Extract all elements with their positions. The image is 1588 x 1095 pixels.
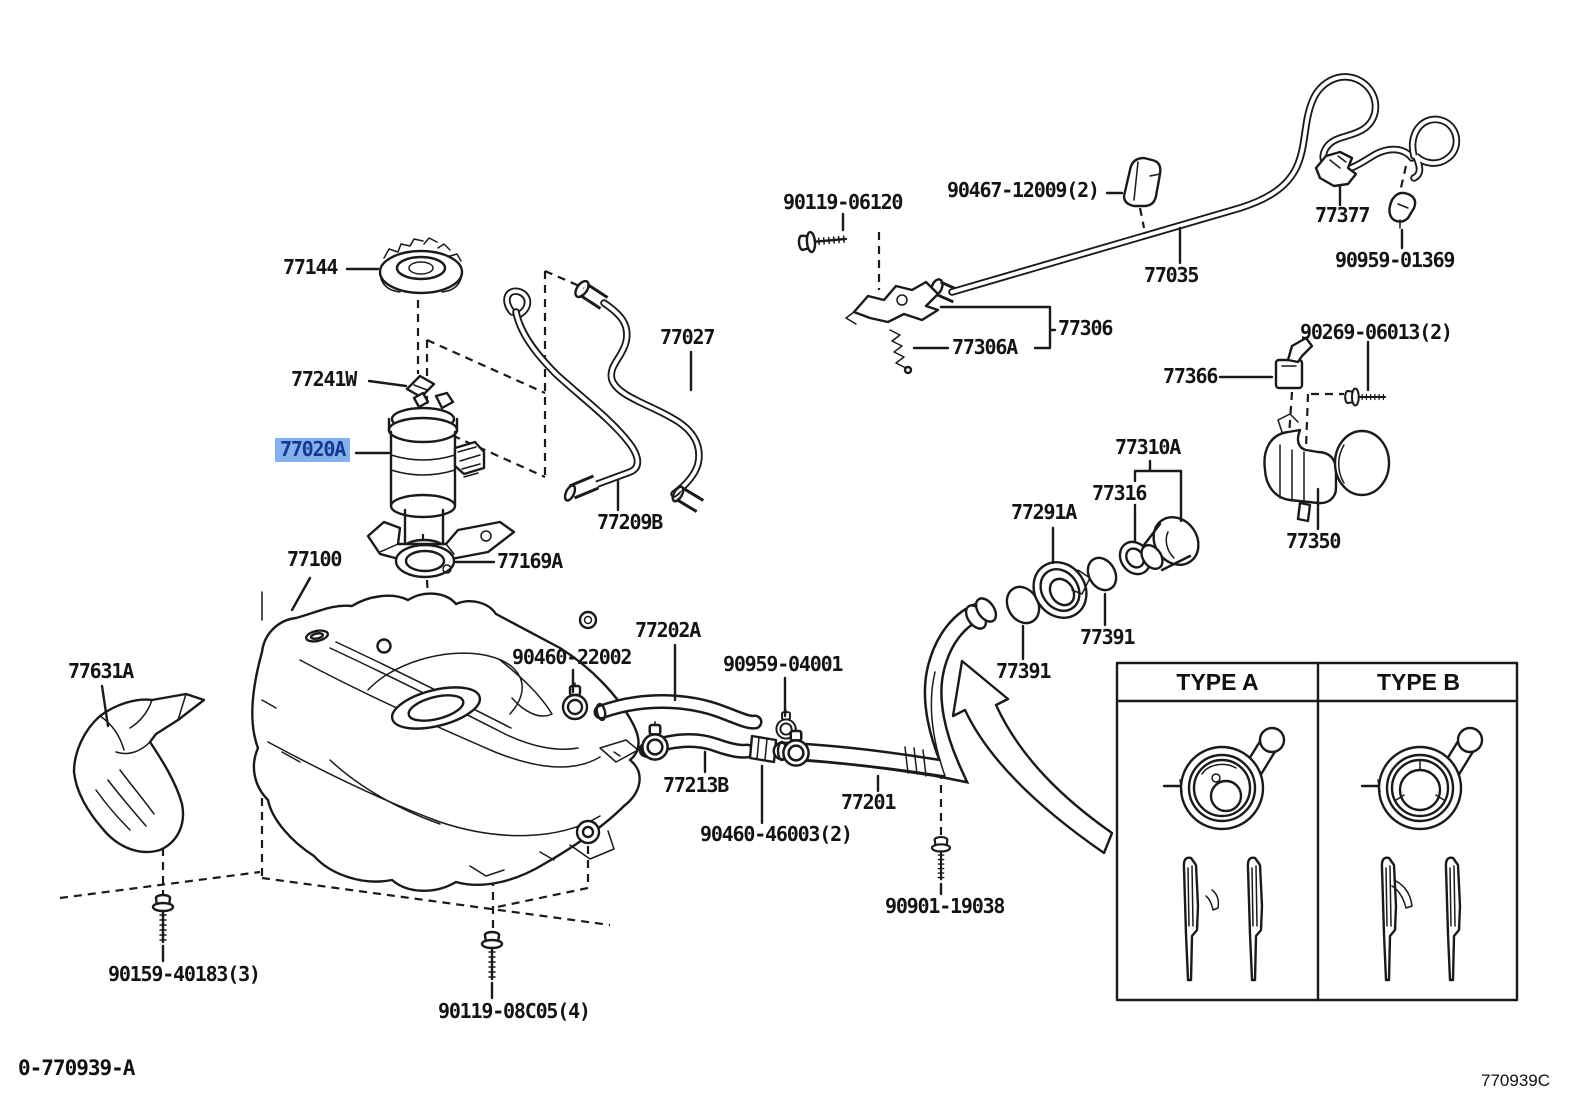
part-label-77306: 77306 <box>1058 316 1113 340</box>
bolt-90159-40183 <box>151 893 175 944</box>
grommet-77291A <box>1032 561 1091 619</box>
clip-90959-01369 <box>1388 191 1417 229</box>
inlet-cap-77310A <box>1140 516 1200 572</box>
filler-pipe-77201 <box>772 597 998 784</box>
clamp-90460-46003-left <box>641 720 669 761</box>
part-label-90959-01369: 90959-01369 <box>1335 248 1455 272</box>
breather-tube-77035 <box>930 73 1461 304</box>
filler-neck-rings <box>1005 516 1200 625</box>
part-label-90269-06013(2): 90269-06013(2) <box>1300 320 1453 344</box>
type-a-header: TYPE A <box>1176 669 1259 695</box>
fuel-tank-drawing <box>251 591 641 892</box>
part-label-77241W: 77241W <box>291 367 357 391</box>
bolt-90119-06120 <box>796 227 848 255</box>
fuel-pump-cap-77144 <box>378 237 464 295</box>
type-b-header: TYPE B <box>1376 669 1461 695</box>
part-label-90119-08C05(4): 90119-08C05(4) <box>438 999 591 1023</box>
hose-77202A <box>593 694 763 730</box>
callout-arrow <box>951 659 1114 855</box>
bolt-90119-08C05 <box>480 930 504 981</box>
part-label-77366: 77366 <box>1163 364 1218 388</box>
type-b-illustration <box>1360 726 1484 982</box>
heat-shield-drawing <box>72 692 206 854</box>
sheet-code-bottom-left: 0-770939-A <box>18 1056 135 1080</box>
cap-holder-77350 <box>1263 413 1391 523</box>
type-table <box>1115 661 1519 1002</box>
part-label-77020A-highlighted: 77020A <box>275 438 351 462</box>
part-label-90901-19038: 90901-19038 <box>885 894 1005 918</box>
part-label-90460-22002: 90460-22002 <box>512 645 632 669</box>
part-label-90159-40183(3): 90159-40183(3) <box>108 962 261 986</box>
part-label-77213B: 77213B <box>663 773 729 797</box>
part-label-77377: 77377 <box>1315 203 1370 227</box>
part-label-77035: 77035 <box>1144 263 1199 287</box>
part-label-77027: 77027 <box>660 325 715 349</box>
part-label-90119-06120: 90119-06120 <box>783 190 903 214</box>
part-label-77391: 77391 <box>1080 625 1135 649</box>
part-label-77350: 77350 <box>1286 529 1341 553</box>
type-a-illustration <box>1162 726 1286 982</box>
part-label-77169A: 77169A <box>497 549 563 573</box>
spring-screw-77306A <box>889 329 913 375</box>
part-label-90467-12009(2): 90467-12009(2) <box>947 178 1100 202</box>
bolt-90901-19038 <box>930 836 952 881</box>
bracket-77366 <box>1274 336 1314 390</box>
part-label-77631A: 77631A <box>68 659 134 683</box>
part-label-77202A: 77202A <box>635 618 701 642</box>
part-label-77306A: 77306A <box>952 335 1018 359</box>
part-label-77391: 77391 <box>996 659 1051 683</box>
fuel-tube-77027 <box>574 279 705 513</box>
part-label-77144: 77144 <box>283 255 338 279</box>
part-label-77201: 77201 <box>841 790 896 814</box>
leader-lines <box>100 184 1404 1000</box>
junction-connector <box>748 734 778 764</box>
clamp-90467-12009 <box>1122 156 1162 208</box>
part-label-77209B: 77209B <box>597 510 663 534</box>
part-label-90959-04001: 90959-04001 <box>723 652 843 676</box>
screw-90269-06013 <box>1344 387 1387 407</box>
part-label-77100: 77100 <box>287 547 342 571</box>
ring-77391-upper <box>1086 556 1118 592</box>
fuel-tube-77209B <box>503 287 642 502</box>
fuel-pump-assembly-77020A <box>366 391 516 564</box>
part-label-77316: 77316 <box>1092 481 1147 505</box>
part-label-77291A: 77291A <box>1011 500 1077 524</box>
sheet-code-bottom-right: 770939C <box>1481 1071 1551 1090</box>
gasket-77169A <box>394 543 456 579</box>
part-label-90460-46003(2): 90460-46003(2) <box>700 822 853 846</box>
part-label-77310A: 77310A <box>1115 435 1181 459</box>
bracket-77306 <box>845 280 940 325</box>
connector-77377 <box>1314 150 1358 188</box>
